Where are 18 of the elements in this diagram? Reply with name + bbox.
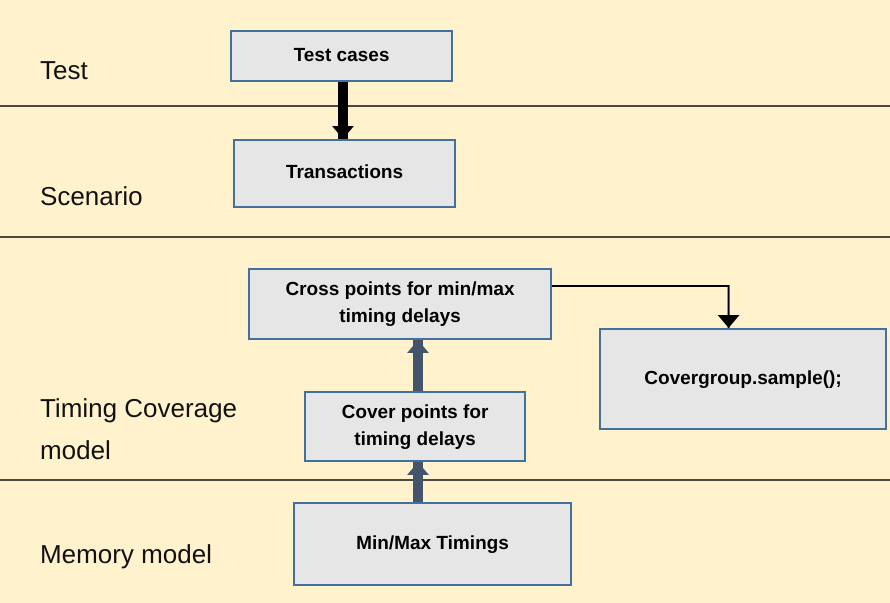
arrow [407,462,429,502]
process-box: Cover points for timing delays [304,391,526,462]
arrow [332,82,354,139]
lane-label: Test [40,54,88,87]
arrow [407,340,429,391]
swimlane-band [0,480,890,603]
swimlane-band [0,237,890,480]
process-box: Test cases [230,30,453,82]
process-box: Cross points for min/max timing delays [248,268,552,340]
process-box: Min/Max Timings [293,502,572,586]
lane-label: Scenario [40,180,143,213]
swimlane-band [0,0,890,106]
lane-label: Memory model [40,538,212,571]
lane-label: Timing Coverage model [40,392,238,467]
process-box: Transactions [233,139,456,208]
process-box: Covergroup.sample(); [599,328,887,430]
arrow [552,285,740,328]
swimlane-band [0,106,890,237]
